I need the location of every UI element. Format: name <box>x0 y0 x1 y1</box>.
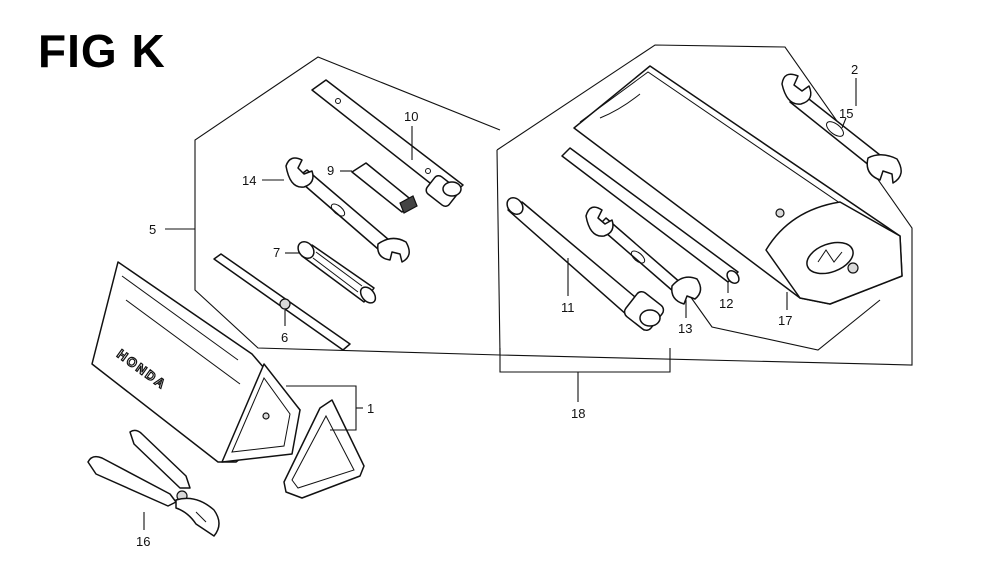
leader-lines <box>143 78 857 530</box>
tool-roll-17 <box>573 65 903 305</box>
tool-case-1: HONDA <box>91 261 301 463</box>
callout-12: 12 <box>719 296 733 311</box>
pliers-16 <box>87 429 220 537</box>
box-wrench-10 <box>311 79 464 208</box>
wrench-15 <box>781 73 902 184</box>
callout-15: 15 <box>839 106 853 121</box>
screwdriver-handle-7 <box>297 241 377 304</box>
wrench-13 <box>585 206 702 305</box>
wrench-14 <box>285 157 410 263</box>
callout-13: 13 <box>678 321 692 336</box>
callout-2: 2 <box>851 62 858 77</box>
box-wrench-11 <box>506 197 665 331</box>
callout-11: 11 <box>561 300 575 315</box>
callout-9: 9 <box>327 163 334 178</box>
callout-1: 1 <box>367 401 374 416</box>
screwdriver-shaft-6 <box>213 253 351 351</box>
roll-17-boundary <box>679 281 881 351</box>
callout-16: 16 <box>136 534 150 549</box>
callout-18: 18 <box>571 406 585 421</box>
screwdriver-tip-9 <box>351 162 418 214</box>
callout-5: 5 <box>149 222 156 237</box>
callout-6: 6 <box>281 330 288 345</box>
callout-17: 17 <box>778 313 792 328</box>
kit-5-boundary <box>194 56 501 356</box>
callout-10: 10 <box>404 109 418 124</box>
callout-14: 14 <box>242 173 256 188</box>
figure-title: FIG K <box>38 25 166 77</box>
end-cap-1 <box>283 399 365 499</box>
bar-12 <box>561 147 740 285</box>
callout-7: 7 <box>273 245 280 260</box>
